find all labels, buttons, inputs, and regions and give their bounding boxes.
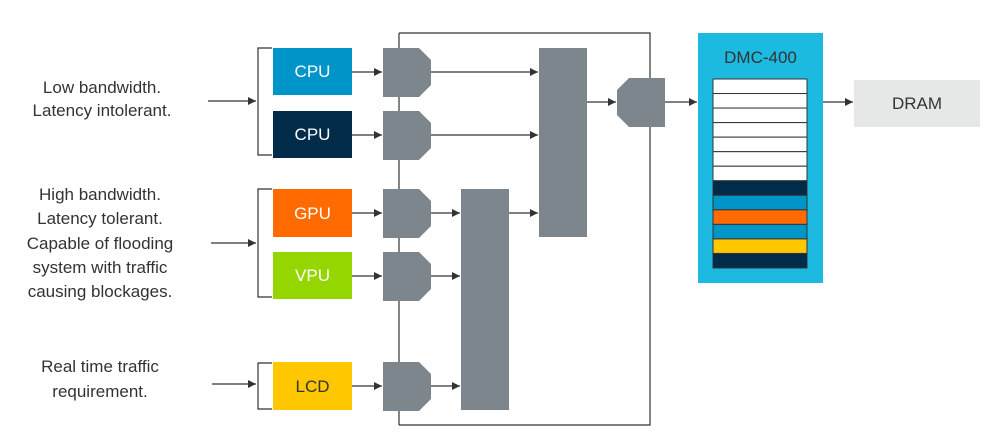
requirement-line: Low bandwidth. bbox=[43, 78, 161, 97]
queue-slot bbox=[712, 223, 808, 240]
master-gpu: GPU bbox=[273, 189, 352, 237]
queue-slot bbox=[712, 194, 808, 211]
requirement-line: Capable of flooding bbox=[27, 234, 174, 253]
dram-label: DRAM bbox=[892, 94, 942, 113]
dram-block: DRAM bbox=[854, 80, 980, 127]
requirement-line: Latency tolerant. bbox=[37, 209, 163, 228]
arbiter-block bbox=[539, 48, 587, 237]
master-lcd: LCD bbox=[273, 362, 352, 410]
group-bracket bbox=[257, 362, 272, 410]
interconnect-port bbox=[383, 252, 431, 301]
controller-queue bbox=[712, 78, 808, 269]
queue-slot bbox=[712, 180, 808, 196]
queue-slot bbox=[712, 238, 808, 254]
master-block bbox=[273, 252, 352, 299]
interconnect-outline bbox=[399, 32, 651, 426]
interconnect-port bbox=[383, 189, 431, 238]
queue-slot bbox=[712, 78, 808, 95]
master-label: CPU bbox=[295, 62, 331, 81]
master-block bbox=[273, 362, 352, 410]
queue-slot bbox=[712, 209, 808, 225]
master-block bbox=[273, 48, 352, 95]
master-block bbox=[273, 111, 352, 158]
queue-slot bbox=[712, 107, 808, 124]
master-label: VPU bbox=[295, 266, 330, 285]
requirement-low-bandwidth: Low bandwidth. Latency intolerant. bbox=[33, 78, 172, 120]
master-label: LCD bbox=[295, 377, 329, 396]
dram-rect bbox=[854, 80, 980, 127]
output-port bbox=[617, 78, 665, 127]
requirement-line: requirement. bbox=[52, 382, 147, 401]
arbiter-block bbox=[461, 189, 509, 410]
master-cpu-2: CPU bbox=[273, 111, 352, 158]
master-block bbox=[273, 189, 352, 237]
master-label: CPU bbox=[295, 125, 331, 144]
master-vpu: VPU bbox=[273, 252, 352, 299]
group-bracket bbox=[257, 188, 272, 298]
requirement-line: causing blockages. bbox=[28, 282, 173, 301]
interconnect-port bbox=[383, 362, 431, 411]
requirement-line: High bandwidth. bbox=[39, 185, 161, 204]
master-cpu-1: CPU bbox=[273, 48, 352, 95]
requirement-line: system with traffic bbox=[33, 258, 168, 277]
memory-controller: DMC-400 bbox=[698, 33, 823, 283]
requirement-line: Latency intolerant. bbox=[33, 101, 172, 120]
queue-slot bbox=[712, 165, 808, 182]
interconnect-port bbox=[383, 111, 431, 160]
queue-slot bbox=[712, 136, 808, 153]
interconnect-port bbox=[383, 48, 431, 97]
queue-slot bbox=[712, 252, 808, 269]
requirement-real-time: Real time traffic requirement. bbox=[41, 357, 159, 401]
queue-slot bbox=[712, 122, 808, 138]
group-bracket bbox=[257, 47, 272, 156]
requirement-line: Real time traffic bbox=[41, 357, 159, 376]
requirement-high-bandwidth: High bandwidth. Latency tolerant. Capabl… bbox=[27, 185, 174, 301]
master-label: GPU bbox=[294, 204, 331, 223]
queue-slot bbox=[712, 93, 808, 109]
controller-label: DMC-400 bbox=[724, 48, 797, 67]
queue-slot bbox=[712, 151, 808, 167]
